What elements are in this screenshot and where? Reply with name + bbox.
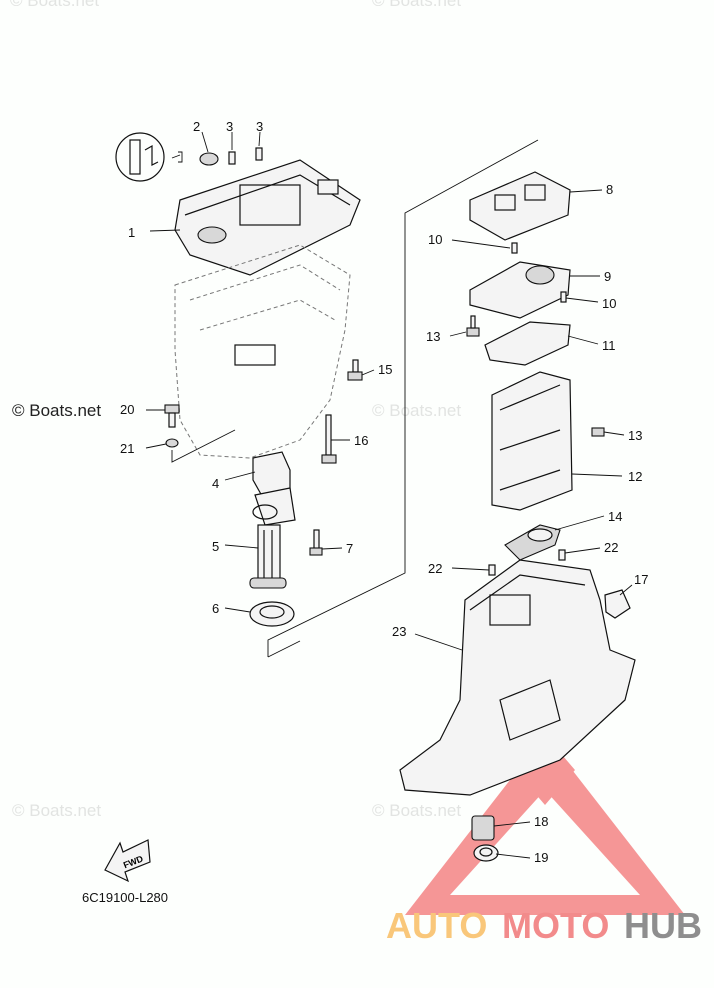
- watermarks: © Boats.net © Boats.net © Boats.net © Bo…: [10, 0, 461, 820]
- watermark: © Boats.net: [372, 801, 461, 820]
- callout-6: 6: [212, 601, 219, 616]
- automotohub-logo: AUTO MOTO HUB: [386, 905, 702, 946]
- callout-11: 11: [602, 338, 616, 353]
- callout-4: 4: [212, 476, 219, 491]
- callout-21: 21: [120, 441, 134, 456]
- assembly-lines: [267, 139, 539, 658]
- detail-inset: [115, 132, 183, 182]
- diagram-part-code: 6C19100-L280: [82, 890, 168, 905]
- callout-22: 22: [604, 540, 618, 555]
- callout-18: 18: [534, 814, 548, 829]
- logo-hub: HUB: [624, 905, 702, 946]
- callout-3: 3: [226, 119, 233, 134]
- watermark: © Boats.net: [12, 801, 101, 820]
- callout-22b: 22: [428, 561, 442, 576]
- callout-2: 2: [193, 119, 200, 134]
- fwd-arrow-icon: FWD: [104, 839, 151, 883]
- part-upper-casing: [174, 159, 361, 276]
- callout-23: 23: [392, 624, 406, 639]
- watermark: © Boats.net: [10, 0, 99, 10]
- callout-20: 20: [120, 402, 134, 417]
- callout-13: 13: [426, 329, 440, 344]
- small-parts-left: [164, 147, 363, 627]
- logo-moto: MOTO: [502, 905, 609, 946]
- callout-19: 19: [534, 850, 548, 865]
- callout-14: 14: [608, 509, 622, 524]
- callout-12: 12: [628, 469, 642, 484]
- callout-labels: 1 2 3 3 4 5 6 7 8 9 10 10 11 12 13 13 14…: [120, 119, 648, 865]
- callout-15: 15: [378, 362, 392, 377]
- callout-8: 8: [606, 182, 613, 197]
- callout-7: 7: [346, 541, 353, 556]
- callout-10b: 10: [602, 296, 616, 311]
- watermark-copyright: © Boats.net: [12, 401, 101, 420]
- callout-3b: 3: [256, 119, 263, 134]
- callout-9: 9: [604, 269, 611, 284]
- callout-13b: 13: [628, 428, 642, 443]
- engine-outline: [174, 244, 351, 459]
- callout-1: 1: [128, 225, 135, 240]
- callout-16: 16: [354, 433, 368, 448]
- callout-5: 5: [212, 539, 219, 554]
- logo-auto: AUTO: [386, 905, 487, 946]
- watermark: © Boats.net: [372, 401, 461, 420]
- callout-10: 10: [428, 232, 442, 247]
- leader-lines: [145, 131, 633, 859]
- watermark: © Boats.net: [372, 0, 461, 10]
- callout-17: 17: [634, 572, 648, 587]
- parts-right: [399, 171, 636, 862]
